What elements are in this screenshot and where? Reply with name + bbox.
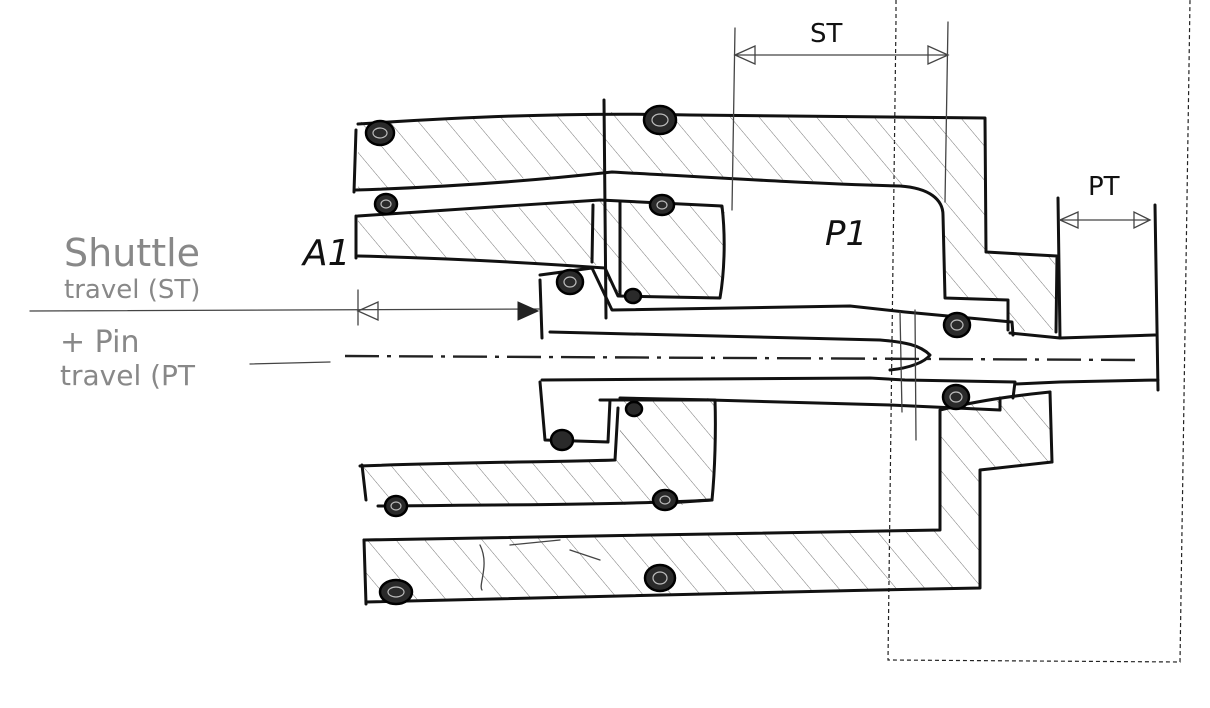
centre-line bbox=[344, 354, 1136, 362]
dashed-boundary-box bbox=[887, 0, 1191, 663]
housing-top-bar bbox=[358, 112, 1055, 332]
shuttle-arrow-right bbox=[517, 301, 540, 321]
sleeve-slot bbox=[590, 200, 622, 298]
st-arrow-left bbox=[733, 44, 756, 66]
label-pin-line1: + Pin bbox=[60, 325, 139, 360]
seal-piston-lower bbox=[549, 428, 575, 452]
piston-rod-lower bbox=[540, 376, 1017, 400]
piston-rod-tip bbox=[538, 278, 932, 372]
seal-rod-lower bbox=[941, 383, 971, 411]
seal-piston-upper bbox=[555, 268, 585, 296]
seal-bottom-mid-outer bbox=[643, 563, 677, 593]
label-p1: P1 bbox=[825, 214, 867, 254]
seal-bottom-left-outer bbox=[378, 578, 414, 606]
sleeve-top-outline bbox=[356, 198, 726, 300]
seal-top-left-outer bbox=[364, 119, 396, 147]
sleeve-slot-line bbox=[602, 98, 608, 320]
seals bbox=[364, 104, 972, 606]
seal-top-left-inner bbox=[373, 192, 399, 216]
end-plate bbox=[1056, 196, 1062, 340]
left-cut-top bbox=[352, 128, 358, 194]
dimension-arrows bbox=[356, 44, 1152, 326]
left-cut-low bbox=[360, 463, 368, 502]
label-a1: A1 bbox=[301, 233, 351, 274]
label-pin-line2: travel (PT bbox=[60, 359, 196, 392]
seal-sleeve-upper bbox=[623, 287, 643, 305]
label-st: ST bbox=[810, 19, 843, 49]
outer-top-outline bbox=[356, 112, 1059, 334]
construction-lines bbox=[29, 21, 1151, 591]
label-pt: PT bbox=[1088, 172, 1120, 202]
seal-sleeve-lower bbox=[624, 400, 644, 418]
lower-sleeve-outline bbox=[538, 380, 717, 505]
outer-bottom-outline bbox=[362, 390, 1052, 542]
housing-mid-bar bbox=[360, 430, 710, 505]
pt-arrow-left bbox=[1058, 210, 1079, 230]
seal-bottom-mid-inner bbox=[651, 488, 679, 512]
left-cut-bottom bbox=[362, 538, 368, 606]
piston-rod-upper bbox=[538, 266, 1015, 337]
seal-rod-upper bbox=[942, 311, 972, 339]
label-shuttle-line2: travel (ST) bbox=[64, 275, 200, 305]
st-arrow-right bbox=[927, 44, 950, 66]
seal-top-mid-outer bbox=[642, 104, 678, 136]
label-shuttle-line1: Shuttle bbox=[64, 231, 200, 275]
hatched-sections bbox=[358, 112, 1055, 602]
seal-bottom-left-inner bbox=[383, 494, 409, 518]
outer-bottom-edge bbox=[364, 460, 1054, 604]
seal-top-mid-inner bbox=[648, 193, 676, 217]
lower-step bbox=[358, 406, 620, 468]
housing-bottom-bar bbox=[365, 392, 1052, 602]
shuttle-arrow-left bbox=[356, 300, 379, 322]
outer-top-inner-edge bbox=[354, 170, 1010, 332]
inner-sleeve-top bbox=[358, 200, 725, 300]
pt-arrow-right bbox=[1133, 210, 1152, 230]
